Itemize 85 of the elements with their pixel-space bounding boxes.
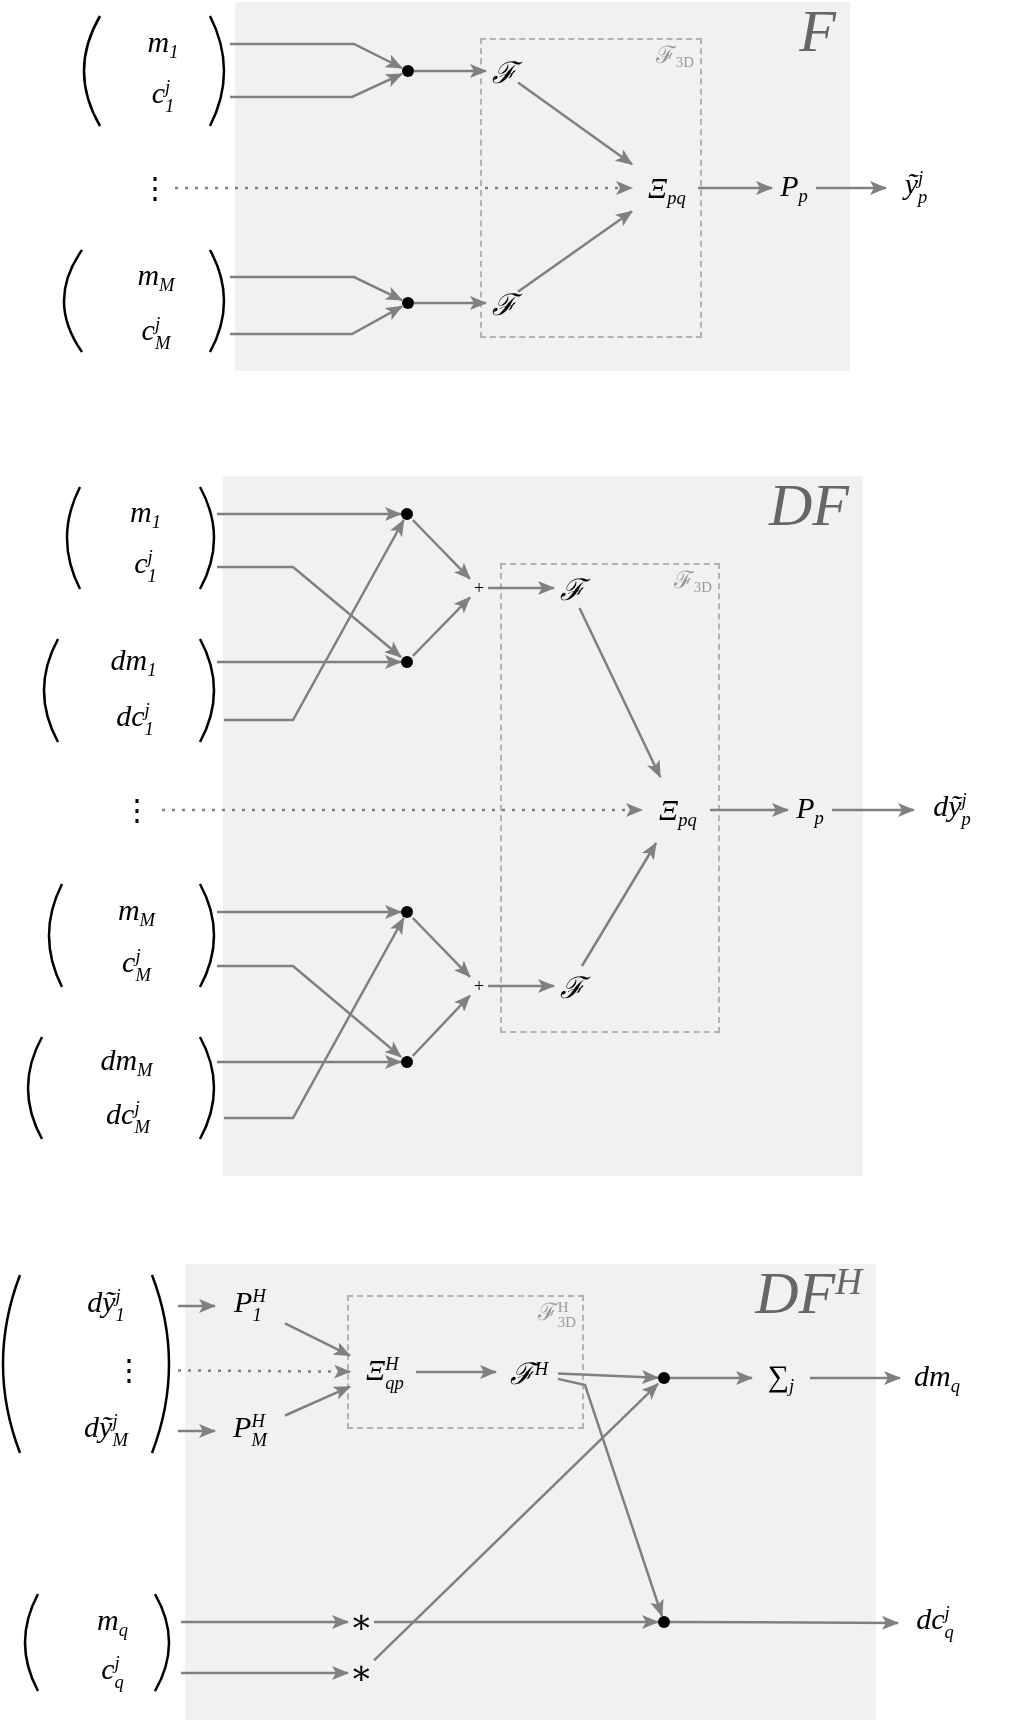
arrow <box>832 803 915 817</box>
dashed-group-box <box>500 563 720 1033</box>
dotted-arrow <box>175 181 633 195</box>
operator-symbol: Ξ$_{pq}$ <box>644 779 712 845</box>
panel-title: F <box>799 0 836 64</box>
arrow <box>580 842 658 967</box>
junction-dot <box>402 297 414 309</box>
arrow <box>230 275 403 302</box>
arrow <box>217 565 402 658</box>
vector-entry: m$_{M}$ <box>66 890 217 934</box>
vertical-ellipsis: ⋮ <box>135 168 175 208</box>
arrow <box>517 81 633 166</box>
arrow <box>411 519 471 580</box>
arrow <box>284 1385 351 1417</box>
arrow <box>284 1322 351 1357</box>
arrow <box>670 1371 753 1385</box>
arrow <box>373 1382 659 1662</box>
junction-dot <box>401 1056 413 1068</box>
junction-dot <box>402 65 414 77</box>
arrow <box>217 964 402 1058</box>
junction-dot <box>658 1372 670 1384</box>
junction-dot <box>401 508 413 520</box>
arrow <box>411 596 471 657</box>
arrow <box>488 979 555 993</box>
operator-symbol: ∑$_{j}$ <box>752 1352 810 1404</box>
group-label: ℱ$_{3D}$ <box>655 42 694 71</box>
dashed-group-box <box>480 38 702 338</box>
arrow <box>578 607 662 778</box>
plus-sign: + <box>470 576 488 600</box>
arrow <box>557 1377 664 1617</box>
arrow <box>217 507 402 521</box>
arrow <box>217 655 402 669</box>
arrow <box>230 72 403 99</box>
arrow <box>217 1055 402 1069</box>
operator-symbol: ℱ$^{H}$ <box>498 1352 560 1396</box>
arrow <box>488 581 555 595</box>
output-symbol: dm$_{q}$ <box>900 1356 974 1400</box>
panel-title: DF <box>769 472 849 538</box>
asterisk-operator: ∗ <box>348 1604 374 1640</box>
vertical-ellipsis: ⋮ <box>80 1350 178 1390</box>
vertical-ellipsis: ⋮ <box>112 790 162 830</box>
operator-symbol: P$_{p}$ <box>772 166 816 210</box>
group-label: ℱ$_{3D}$ <box>673 567 712 596</box>
arrow <box>230 305 403 336</box>
diagram-panel <box>235 2 850 371</box>
operator-symbol: Ξ$_{pq}$ <box>634 154 700 226</box>
junction-dot <box>401 906 413 918</box>
arrow <box>224 917 405 1120</box>
arrow <box>416 1365 497 1379</box>
arrow <box>411 994 471 1057</box>
arrow <box>414 64 487 78</box>
arrow <box>810 1371 901 1385</box>
arrow <box>816 181 887 195</box>
arrow <box>181 1666 349 1680</box>
arrow <box>224 519 405 722</box>
arrow <box>698 181 773 195</box>
junction-dot <box>658 1616 670 1628</box>
operator-symbol: P$_{p}$ <box>788 788 832 832</box>
arrow <box>557 1370 659 1384</box>
arrow <box>178 1299 216 1313</box>
arrow <box>411 917 471 978</box>
dotted-arrow <box>162 803 643 817</box>
arrow <box>414 296 487 310</box>
diagram-panel <box>185 1264 876 1720</box>
arrow <box>217 905 402 919</box>
junction-dot <box>401 656 413 668</box>
arrow <box>230 42 403 70</box>
arrow <box>374 1615 659 1629</box>
vector-entry: m$_{M}$ <box>90 255 230 299</box>
vector-entry: m$_{q}$ <box>44 1600 181 1644</box>
vector-entry: dm$_{M}$ <box>46 1040 217 1084</box>
vector-entry: m$_{1}$ <box>84 492 217 536</box>
vector-entry: m$_{1}$ <box>104 22 230 66</box>
arrow <box>181 1615 349 1629</box>
dotted-arrow <box>178 1364 351 1379</box>
dashed-group-box <box>347 1295 584 1429</box>
arrow <box>710 803 789 817</box>
vector-entry: dm$_{1}$ <box>60 640 217 684</box>
plus-sign: + <box>470 974 488 998</box>
asterisk-operator: ∗ <box>348 1655 374 1691</box>
arrow <box>517 210 633 293</box>
panel-title: DF$^{H}$ <box>755 1260 862 1326</box>
arrow <box>670 1615 899 1630</box>
diagram-panel <box>223 476 863 1176</box>
arrow <box>178 1424 216 1438</box>
